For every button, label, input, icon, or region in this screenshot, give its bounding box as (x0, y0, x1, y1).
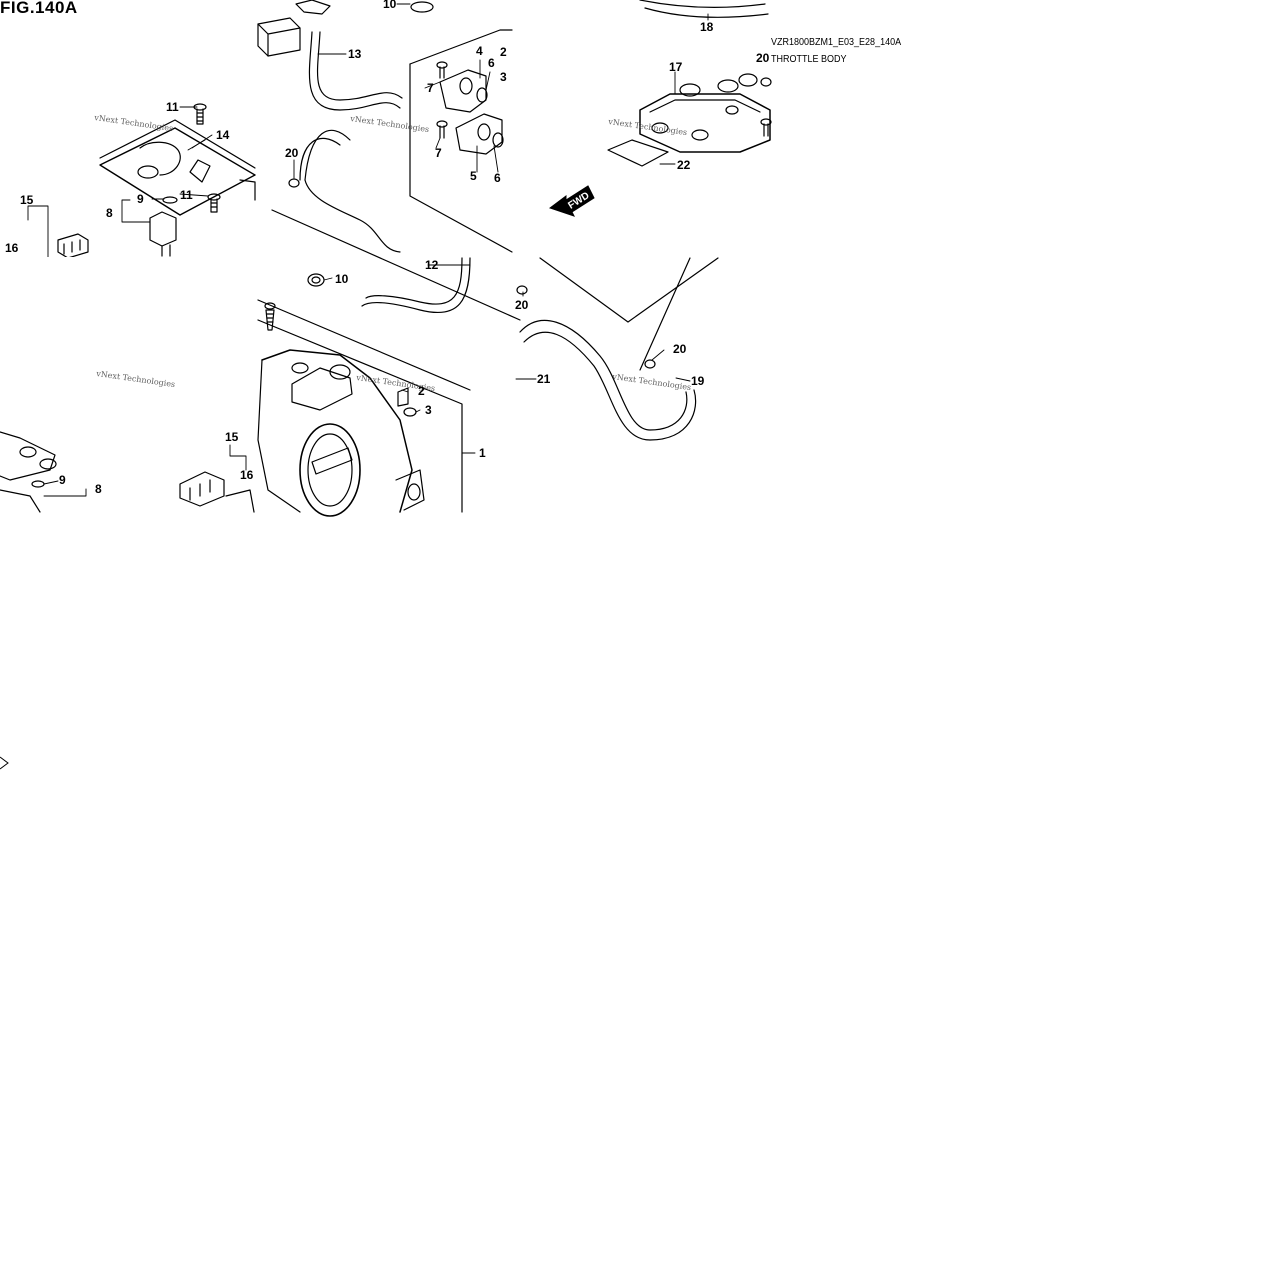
callout-10: 10 (335, 272, 349, 286)
callout-8: 8 (106, 206, 113, 220)
callouts: 10 11 14 11 9 8 15 16 13 4 6 2 3 7 7 5 6… (5, 0, 770, 496)
frame-right (539, 257, 719, 371)
screw-lower (264, 302, 276, 331)
edge-arrow-icon (0, 756, 9, 770)
callout-19: 19 (691, 374, 705, 388)
watermark: vNext Technologies (93, 113, 174, 133)
callout-11: 11 (180, 188, 193, 202)
fuel-rail-upper (99, 119, 256, 216)
injector-8-top (149, 196, 178, 257)
watermark: vNext Technologies (95, 369, 176, 389)
callout-4: 4 (476, 44, 483, 58)
screws-7 (436, 61, 448, 139)
callout-15: 15 (225, 430, 239, 444)
callout-15: 15 (20, 193, 34, 207)
callout-7: 7 (427, 81, 434, 95)
callout-9: 9 (59, 473, 66, 487)
callout-2: 2 (418, 384, 425, 398)
callout-20: 20 (285, 146, 299, 160)
callout-14: 14 (216, 128, 230, 142)
hose-19 (519, 319, 697, 441)
nipple-2-3 (397, 387, 417, 417)
diagram-code: VZR1800BZM1_E03_E28_140A (771, 37, 902, 48)
connector-15-lower (179, 471, 255, 513)
hose-12 (361, 257, 471, 314)
callout-11: 11 (166, 100, 179, 114)
leader-lines (27, 3, 709, 497)
box-13 (257, 17, 301, 57)
callout-6: 6 (494, 171, 501, 185)
callout-2: 2 (500, 45, 507, 59)
sensor-4 (439, 69, 488, 113)
figure-title: FIG.140A (0, 0, 78, 17)
pad-22 (607, 139, 669, 167)
sensor-5 (455, 113, 504, 155)
callout-3: 3 (500, 70, 507, 84)
callout-1: 1 (479, 446, 486, 460)
cap-top (295, 0, 434, 15)
callout-20: 20 (673, 342, 687, 356)
callout-12: 12 (425, 258, 439, 272)
callout-16: 16 (5, 241, 19, 255)
frame-throttle (257, 299, 471, 513)
hose-18 (639, 0, 769, 18)
callout-6: 6 (488, 56, 495, 70)
screw-right (760, 118, 772, 137)
watermark: vNext Technologies (611, 372, 692, 392)
callout-5: 5 (470, 169, 477, 183)
fwd-arrow-icon: FWD (548, 185, 595, 217)
callout-10: 10 (383, 0, 397, 11)
fuel-rail-lower (0, 431, 57, 513)
callout-17: 17 (669, 60, 683, 74)
callout-3: 3 (425, 403, 432, 417)
callout-9: 9 (137, 192, 144, 206)
iac-valve-17 (639, 73, 771, 153)
callout-7: 7 (435, 146, 442, 160)
callout-16: 16 (240, 468, 254, 482)
callout-8: 8 (95, 482, 102, 496)
callout-13: 13 (348, 47, 362, 61)
oring-9-lower (31, 480, 45, 488)
watermark: vNext Technologies (349, 114, 430, 134)
tile-gutters (0, 257, 255, 357)
throttle-body-1 (257, 349, 425, 517)
oring-10 (307, 273, 325, 287)
callout-21: 21 (537, 372, 551, 386)
diagram-caption: THROTTLE BODY (771, 54, 847, 65)
watermark: vNext Technologies (607, 117, 688, 137)
callout-20: 20 (515, 298, 529, 312)
callout-18: 18 (700, 20, 714, 34)
callout-20: 20 (756, 51, 770, 65)
frame-top (271, 29, 521, 321)
hose-13 (299, 31, 403, 253)
clamps-20 (288, 77, 772, 369)
screw-11-mid (207, 193, 221, 213)
callout-22: 22 (677, 158, 691, 172)
connector-15-top (57, 233, 89, 259)
